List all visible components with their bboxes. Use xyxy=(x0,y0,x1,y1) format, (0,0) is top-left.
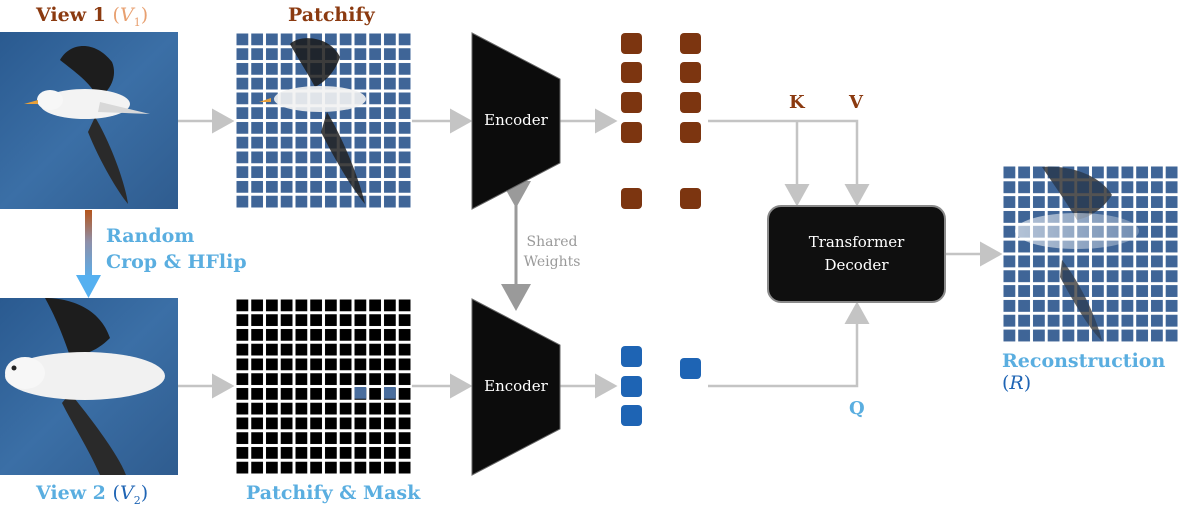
bird-photo-view2 xyxy=(0,298,178,475)
augment-arrow-shaft xyxy=(85,210,92,280)
token-brown xyxy=(680,188,701,209)
q-label: Q xyxy=(849,398,865,419)
token-brown xyxy=(621,62,642,83)
view1-label: View 1 (V1) xyxy=(36,4,149,29)
augment-label: Random Crop & HFlip xyxy=(106,225,247,273)
view2-label: View 2 (V2) xyxy=(36,482,149,507)
token-blue xyxy=(621,405,642,426)
reconstruction-grid xyxy=(1002,165,1179,343)
decoder-box: Transformer Decoder xyxy=(767,205,946,303)
token-brown xyxy=(680,33,701,54)
encoder-bottom: Encoder xyxy=(470,297,562,477)
token-brown xyxy=(621,92,642,113)
shared-weights-label: Shared Weights xyxy=(523,234,581,270)
k-label: K xyxy=(789,92,805,113)
token-brown xyxy=(621,122,642,143)
token-brown xyxy=(680,92,701,113)
encoder-bottom-label: Encoder xyxy=(484,377,548,395)
kv-line xyxy=(708,119,870,207)
encoder-top: Encoder xyxy=(470,31,562,211)
patch-grid xyxy=(235,32,412,209)
token-blue xyxy=(680,358,701,379)
augment-arrow-head xyxy=(76,275,101,298)
patchify-label: Patchify xyxy=(288,4,375,26)
token-brown xyxy=(621,33,642,54)
patchify-mask-label: Patchify & Mask xyxy=(246,482,421,504)
encoder-top-label: Encoder xyxy=(484,111,548,129)
decoder-label-line2: Decoder xyxy=(824,256,889,274)
token-brown xyxy=(680,62,701,83)
masked-patch-grid xyxy=(235,298,412,475)
token-brown xyxy=(680,122,701,143)
q-line xyxy=(708,301,870,388)
token-blue xyxy=(621,346,642,367)
token-brown xyxy=(621,188,642,209)
reconstruction-label: Reconstruction (R) xyxy=(1002,350,1166,394)
v-label: V xyxy=(849,92,863,113)
bird-photo-view1 xyxy=(0,32,178,209)
token-blue xyxy=(621,376,642,397)
decoder-label-line1: Transformer xyxy=(808,233,905,251)
